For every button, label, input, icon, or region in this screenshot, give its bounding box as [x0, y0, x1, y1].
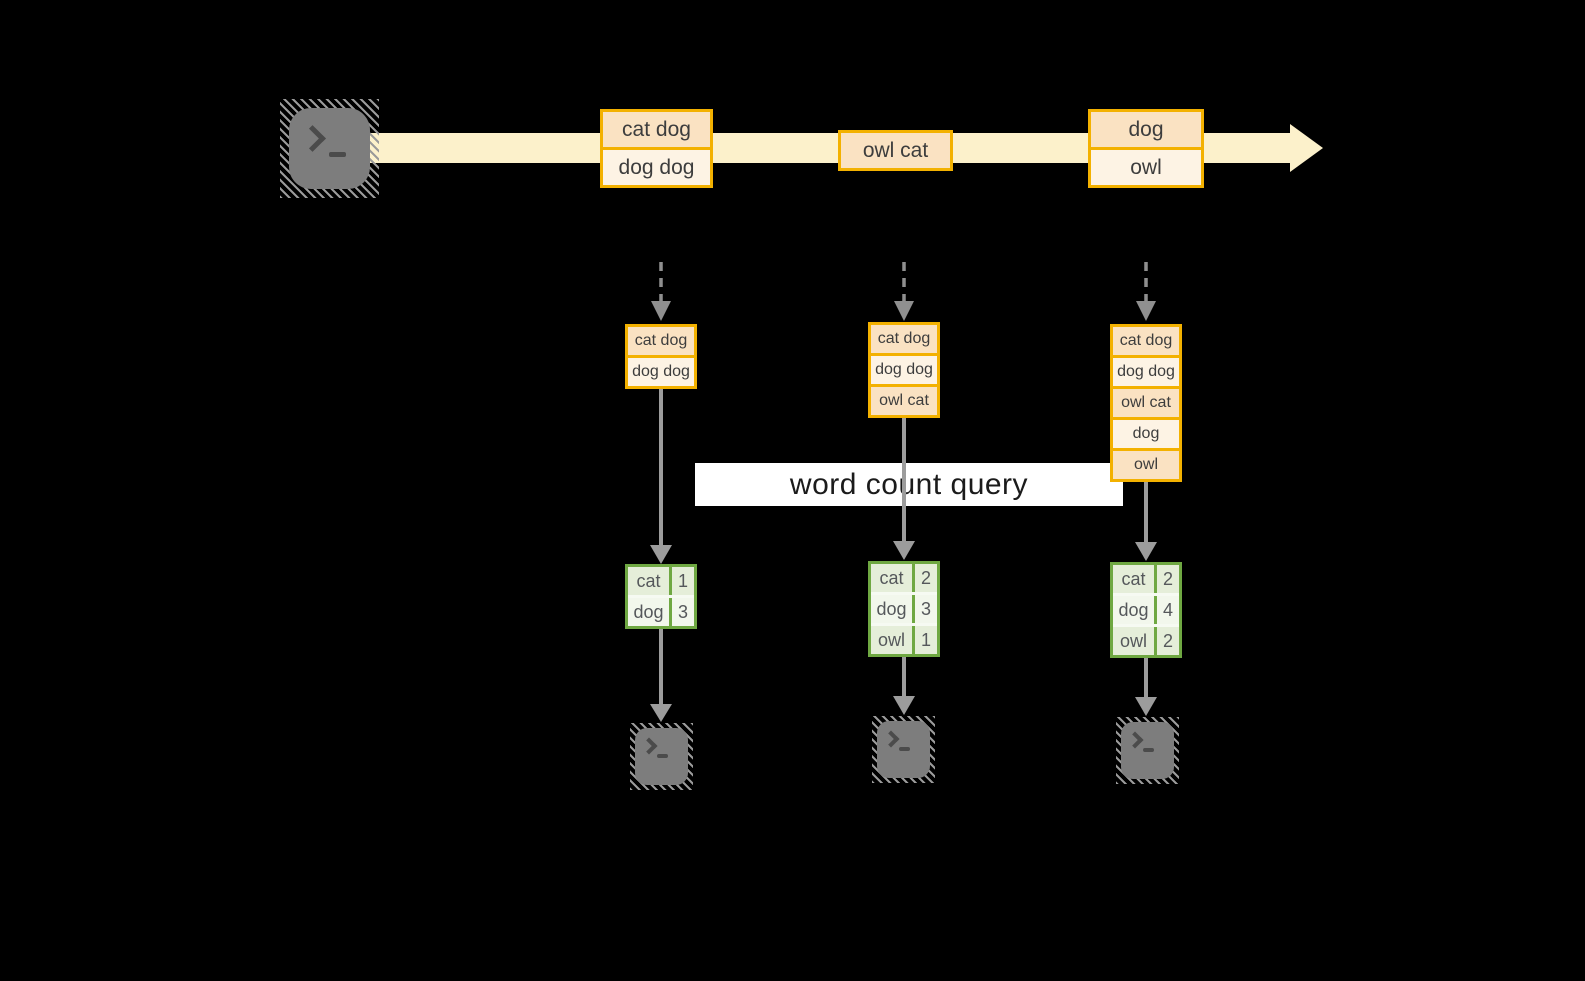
table-row: cat 2: [1113, 565, 1179, 593]
table-row: dog 3: [871, 592, 937, 623]
stream-event-2: owl cat: [838, 130, 953, 171]
buffer-line: owl: [1113, 448, 1179, 479]
buffer-to-table-arrow-3: [1135, 482, 1157, 561]
buffer-box-3: cat dog dog dog owl cat dog owl: [1110, 324, 1182, 482]
count-cell: 2: [1154, 565, 1179, 593]
terminal-body: [289, 108, 370, 189]
count-table-2: cat 2 dog 3 owl 1: [868, 561, 940, 657]
event-line: cat dog: [603, 112, 710, 147]
word-cell: dog: [1113, 596, 1154, 624]
table-row: cat 1: [628, 567, 694, 595]
buffer-box-2: cat dog dog dog owl cat: [868, 322, 940, 418]
buffer-line: owl cat: [1113, 386, 1179, 417]
word-cell: owl: [1113, 627, 1154, 655]
buffer-line: dog dog: [628, 355, 694, 386]
dashed-arrow-1: [651, 262, 671, 321]
query-label: word count query: [789, 467, 1029, 501]
table-to-sink-arrow-3: [1135, 658, 1157, 716]
word-cell: cat: [628, 567, 669, 595]
word-cell: dog: [628, 598, 669, 626]
terminal-body: [1121, 722, 1174, 779]
prompt-underscore-icon: [657, 754, 668, 758]
sink-terminal-icon-1: [630, 723, 693, 790]
event-line: dog: [1091, 112, 1201, 147]
word-cell: cat: [871, 564, 912, 592]
count-cell: 4: [1154, 596, 1179, 624]
buffer-line: cat dog: [871, 325, 937, 353]
table-row: dog 4: [1113, 593, 1179, 624]
count-cell: 3: [669, 598, 694, 626]
prompt-underscore-icon: [899, 747, 910, 751]
sink-terminal-icon-2: [872, 716, 935, 783]
prompt-chevron-icon: [299, 125, 326, 152]
count-table-3: cat 2 dog 4 owl 2: [1110, 562, 1182, 658]
buffer-line: dog dog: [871, 353, 937, 384]
dashed-arrow-2: [894, 262, 914, 321]
prompt-chevron-icon: [882, 730, 900, 748]
buffer-line: cat dog: [1113, 327, 1179, 355]
terminal-body: [877, 721, 930, 778]
table-row: dog 3: [628, 595, 694, 626]
prompt-underscore-icon: [329, 152, 346, 157]
count-cell: 3: [912, 595, 937, 623]
source-terminal-icon: [280, 99, 379, 198]
event-line: dog dog: [603, 147, 710, 185]
count-cell: 2: [1154, 627, 1179, 655]
table-row: cat 2: [871, 564, 937, 592]
sink-terminal-icon-3: [1116, 717, 1179, 784]
prompt-chevron-icon: [640, 737, 658, 755]
stream-event-1: cat dog dog dog: [600, 109, 713, 188]
query-label-band: word count query: [695, 463, 1123, 506]
event-line: owl cat: [841, 133, 950, 168]
stream-event-3: dog owl: [1088, 109, 1204, 188]
count-cell: 1: [669, 567, 694, 595]
count-cell: 1: [912, 626, 937, 654]
buffer-to-table-arrow-1: [650, 388, 672, 564]
table-row: owl 1: [871, 623, 937, 654]
buffer-line: owl cat: [871, 384, 937, 415]
event-line: owl: [1091, 147, 1201, 185]
word-cell: owl: [871, 626, 912, 654]
table-to-sink-arrow-1: [650, 629, 672, 722]
count-cell: 2: [912, 564, 937, 592]
buffer-line: dog: [1113, 417, 1179, 448]
prompt-underscore-icon: [1143, 748, 1154, 752]
buffer-line: cat dog: [628, 327, 694, 355]
buffer-line: dog dog: [1113, 355, 1179, 386]
stream-arrow-head-icon: [1290, 124, 1323, 172]
dashed-arrow-3: [1136, 262, 1156, 321]
terminal-body: [635, 728, 688, 785]
word-cell: dog: [871, 595, 912, 623]
buffer-box-1: cat dog dog dog: [625, 324, 697, 389]
prompt-chevron-icon: [1126, 731, 1144, 749]
word-cell: cat: [1113, 565, 1154, 593]
table-row: owl 2: [1113, 624, 1179, 655]
table-to-sink-arrow-2: [893, 657, 915, 715]
count-table-1: cat 1 dog 3: [625, 564, 697, 629]
